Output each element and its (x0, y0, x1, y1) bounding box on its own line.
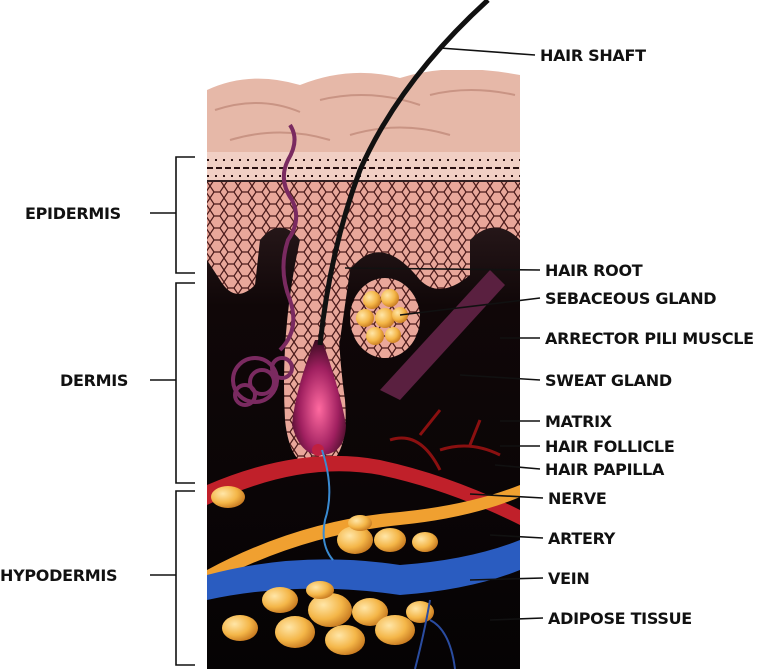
sweat-gland-coil (231, 356, 294, 407)
label-adipose-tissue: ADIPOSE TISSUE (548, 609, 692, 628)
label-hair-root: HAIR ROOT (545, 261, 643, 280)
label-hair-papilla: HAIR PAPILLA (545, 460, 665, 479)
label-vein: VEIN (548, 569, 589, 588)
skin-cross-section (207, 70, 520, 669)
label-matrix: MATRIX (545, 412, 613, 431)
label-hair-follicle: HAIR FOLLICLE (545, 437, 674, 456)
artery (207, 455, 520, 525)
structure-labels: HAIR SHAFT HAIR ROOT SEBACEOUS GLAND ARR… (540, 46, 754, 628)
nerve-fiber (321, 449, 334, 561)
layer-brackets (150, 156, 195, 666)
label-epidermis: EPIDERMIS (25, 204, 121, 223)
arrector-pili-muscle (380, 270, 505, 400)
vein (207, 540, 520, 600)
label-hair-shaft: HAIR SHAFT (540, 46, 646, 65)
sweat-gland-duct (278, 123, 299, 352)
label-sebaceous-gland: SEBACEOUS GLAND (545, 289, 716, 308)
label-artery: ARTERY (548, 529, 616, 548)
skin-surface (207, 70, 520, 160)
leader-lines (344, 47, 544, 621)
capillaries (389, 409, 501, 471)
hair-papilla (312, 444, 324, 456)
label-arrector-pili-muscle: ARRECTOR PILI MUSCLE (545, 329, 754, 348)
nerve (207, 485, 520, 585)
hair-shaft (317, 0, 490, 346)
label-hypodermis: HYPODERMIS (0, 566, 117, 585)
label-dermis: DERMIS (60, 371, 128, 390)
sebaceous-gland (356, 289, 408, 345)
hair-bulb-matrix (292, 340, 346, 455)
adipose-tissue (211, 486, 438, 655)
label-sweat-gland: SWEAT GLAND (545, 371, 672, 390)
label-nerve: NERVE (548, 489, 606, 508)
epidermis-cells (207, 182, 520, 348)
